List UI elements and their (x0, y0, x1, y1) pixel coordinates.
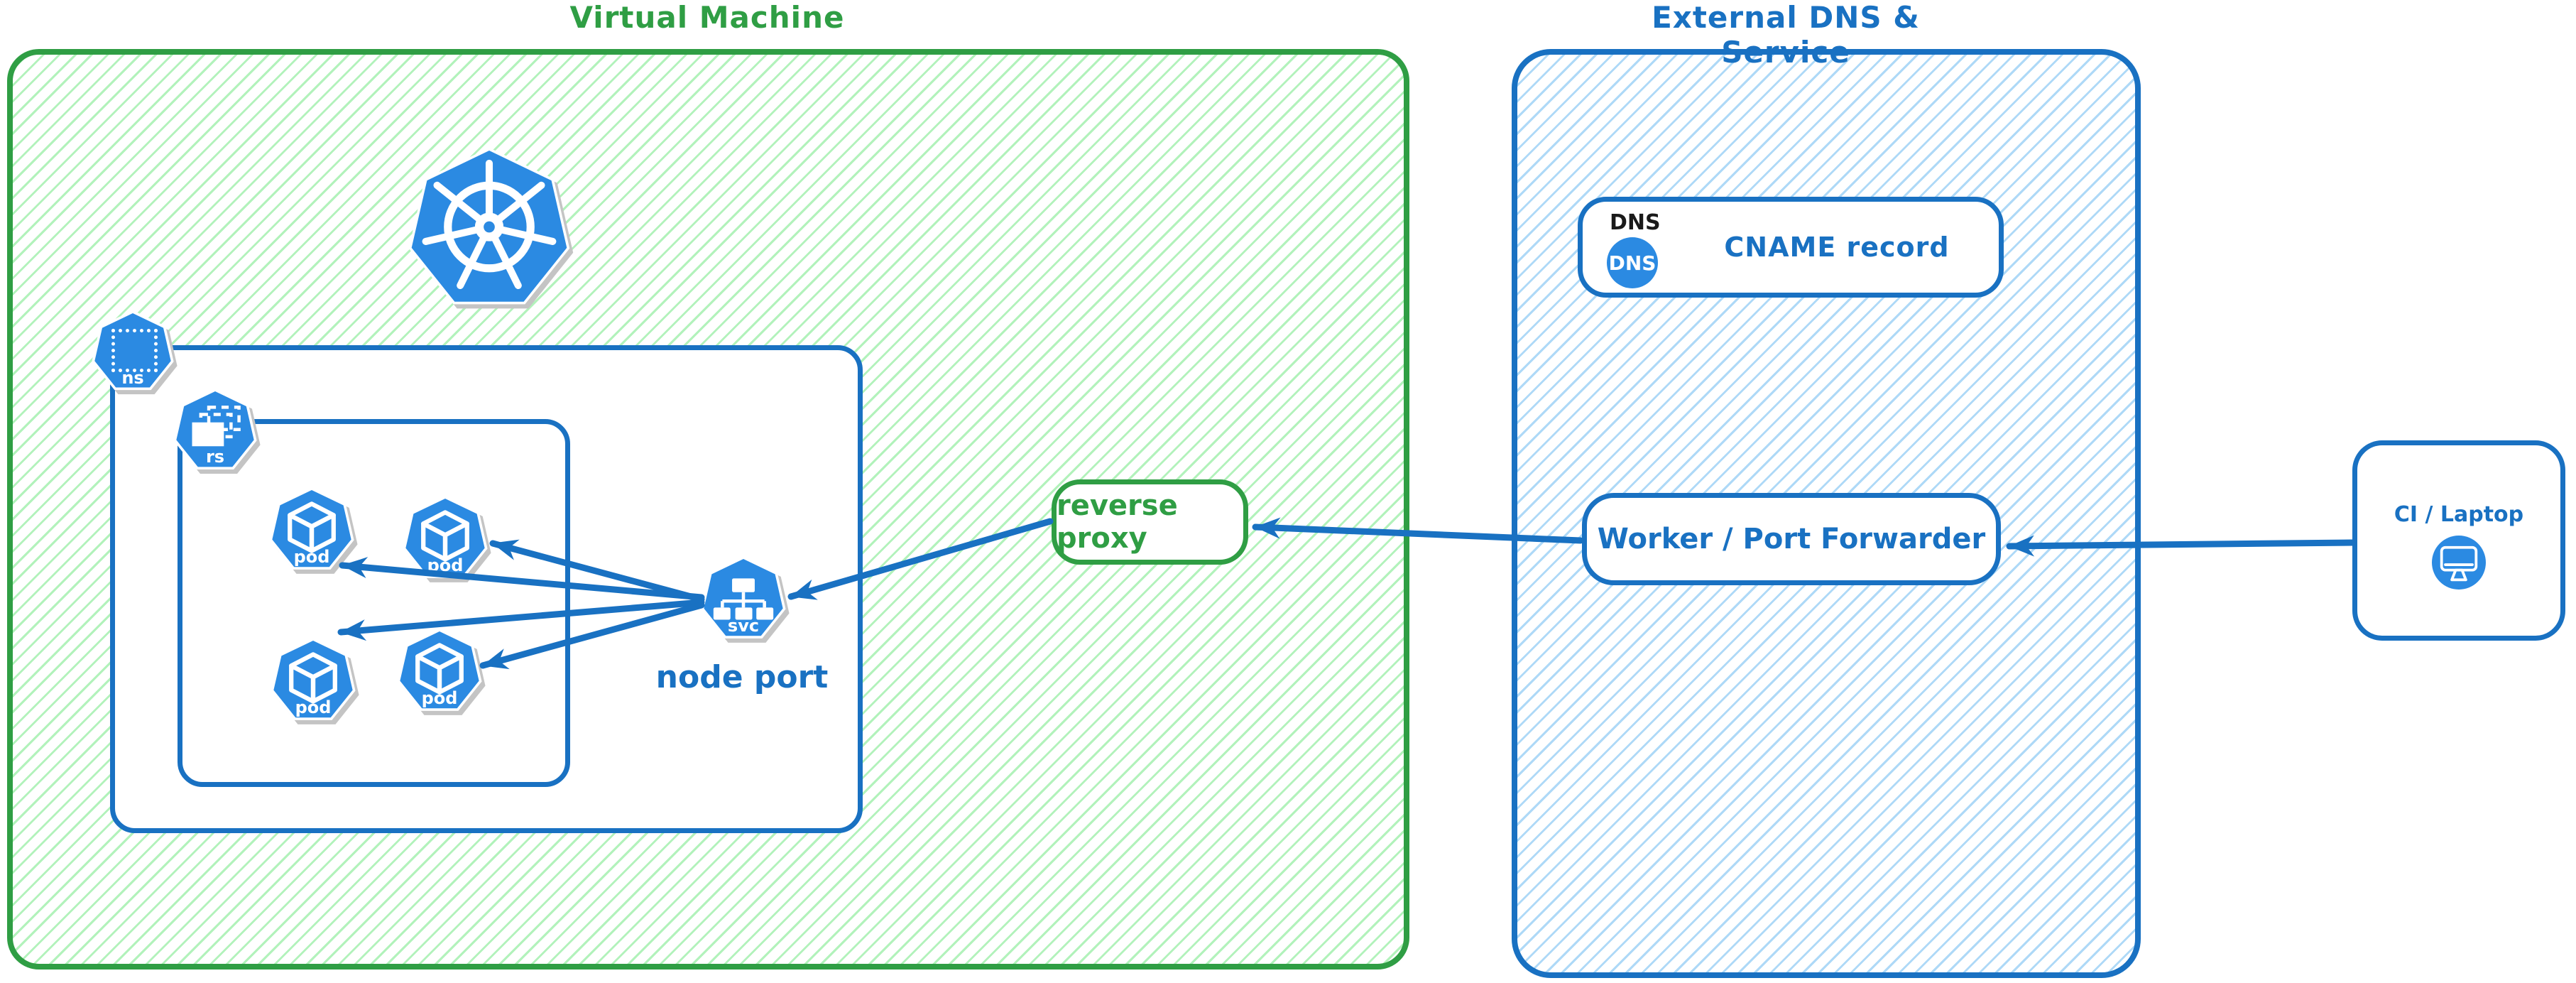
namespace-dotted-square (111, 329, 158, 372)
dns-tag-label: DNS (1610, 210, 1661, 235)
pod-icon-bottom-left: pod (270, 638, 356, 724)
monitor-glyph (2440, 545, 2478, 581)
replicaset-icon: rs (173, 389, 258, 474)
worker-port-forwarder-box: Worker / Port Forwarder (1582, 493, 2001, 585)
service-tree-glyph (713, 578, 774, 620)
pod-icon-top-right: pod (402, 496, 489, 582)
service-icon-label: svc (727, 616, 760, 636)
worker-port-forwarder-label: Worker / Port Forwarder (1597, 523, 1986, 555)
namespace-icon-label: ns (121, 367, 144, 388)
replicaset-box (178, 419, 570, 787)
service-icon: svc (700, 556, 787, 643)
cube-glyph (421, 510, 469, 562)
ci-laptop-label: CI / Laptop (2394, 501, 2524, 527)
cube-glyph (289, 652, 337, 704)
dns-card: DNS DNS CNAME record (1578, 197, 2004, 298)
replicaset-glyph (192, 406, 241, 447)
cname-record-label: CNAME record (1724, 232, 1950, 263)
pod-icon-label: pod (421, 688, 458, 709)
pod-icon-bottom-right: pod (396, 629, 483, 715)
dns-icon-text: DNS (1608, 251, 1657, 275)
cube-glyph (415, 643, 464, 695)
reverse-proxy-box: reverse proxy (1052, 479, 1248, 565)
kubernetes-logo-icon (407, 148, 572, 313)
vm-region-title: Virtual Machine (569, 0, 845, 35)
pod-icon-top-left: pod (268, 487, 355, 574)
pod-icon-label: pod (295, 697, 332, 718)
reverse-proxy-label: reverse proxy (1057, 489, 1178, 555)
cube-glyph (288, 501, 336, 553)
node-port-caption: node port (655, 659, 829, 695)
ci-laptop-box: CI / Laptop (2352, 440, 2565, 641)
replicaset-icon-label: rs (205, 447, 225, 467)
kubernetes-wheel-glyph (422, 159, 557, 289)
external-region-title: External DNS & Service (1652, 0, 1920, 70)
dns-icon: DNS (1607, 237, 1658, 288)
monitor-icon (2432, 535, 2486, 590)
namespace-icon: ns (91, 310, 175, 394)
pod-icon-label: pod (293, 547, 330, 567)
